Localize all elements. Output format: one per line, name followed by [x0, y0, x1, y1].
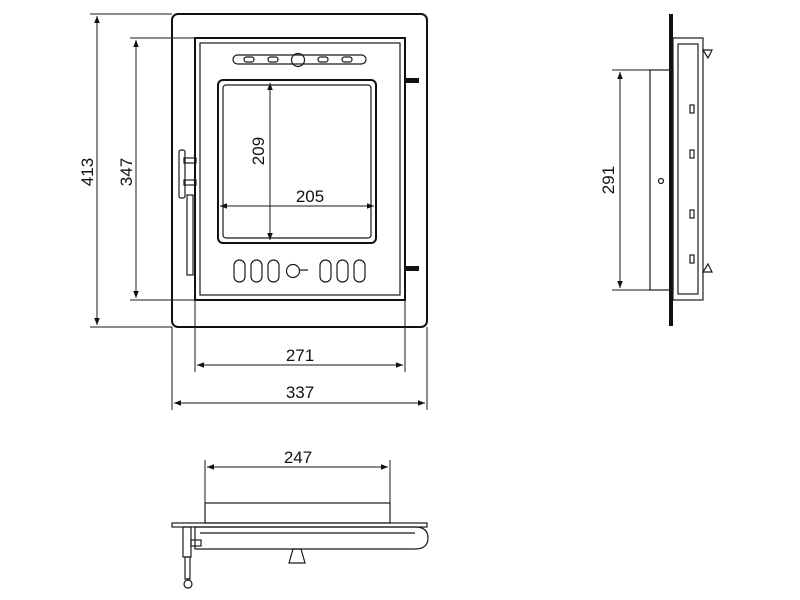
dimension-outer-width: 337	[171, 327, 428, 410]
inner-width-label: 271	[286, 346, 314, 365]
front-view	[171, 13, 428, 328]
side-front-plate	[669, 14, 673, 326]
top-insert-box	[204, 502, 391, 524]
door-handle	[178, 149, 197, 276]
top-view	[171, 502, 429, 589]
side-upper-hinge	[701, 49, 713, 60]
dimension-outer-height: 413	[78, 13, 172, 328]
door-panel-inner-edge	[199, 42, 401, 296]
outer-frame	[171, 13, 428, 328]
dimension-glass-height: 209	[249, 83, 273, 240]
dimension-inner-width: 271	[194, 300, 406, 372]
dimension-glass-width: 205	[220, 187, 374, 209]
side-screw	[657, 177, 665, 185]
dimension-top-depth: 247	[204, 448, 391, 503]
top-depth-label: 247	[284, 448, 312, 467]
dimension-side-depth: 291	[599, 69, 650, 291]
top-latch	[288, 548, 306, 564]
dimension-inner-height: 347	[117, 37, 195, 301]
glass-window	[217, 79, 377, 244]
side-view	[649, 14, 713, 326]
inner-height-label: 347	[117, 158, 136, 186]
outer-height-label: 413	[78, 158, 97, 186]
bottom-air-vent	[233, 259, 366, 283]
top-air-vent	[232, 52, 367, 68]
top-door-body	[194, 526, 429, 550]
side-door-inner	[677, 43, 699, 295]
upper-hinge	[405, 78, 419, 83]
door-panel	[194, 37, 406, 301]
lower-hinge	[405, 266, 419, 271]
top-handle	[182, 526, 202, 589]
glass-window-inner	[222, 84, 372, 239]
glass-height-label: 209	[249, 137, 268, 165]
side-insert-box	[649, 69, 674, 291]
glass-width-label: 205	[296, 187, 324, 206]
side-depth-label: 291	[599, 166, 618, 194]
outer-width-label: 337	[286, 383, 314, 402]
side-lower-hinge	[701, 262, 713, 273]
